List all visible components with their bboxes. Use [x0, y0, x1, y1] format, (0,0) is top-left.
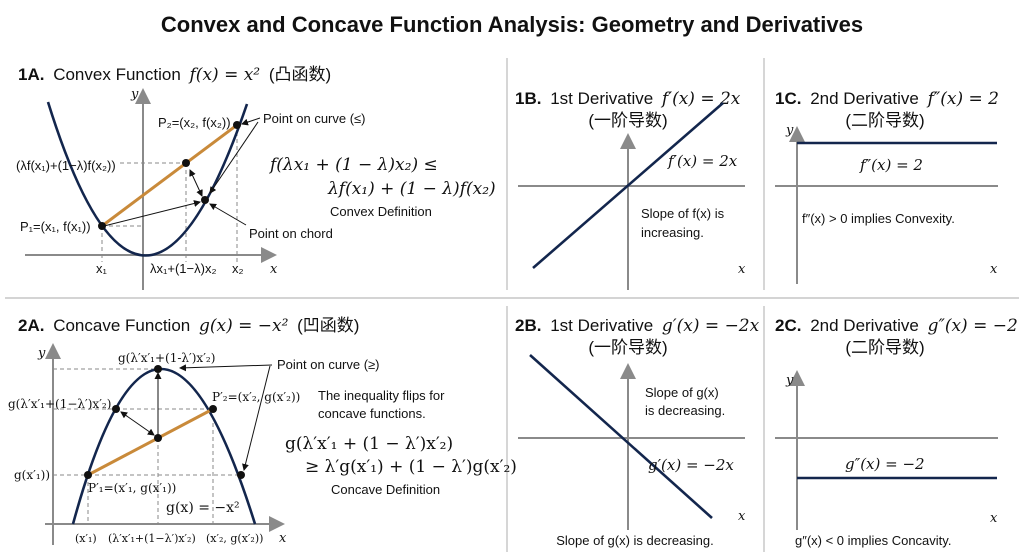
curve-point — [237, 471, 245, 479]
arrow — [209, 203, 247, 226]
point-p1 — [84, 471, 92, 479]
panel-title: 2C. 2nd Derivative g″(x) = −2 — [775, 316, 1018, 336]
left-point-label: g(λ′x′₁+(1−λ′)x′₂) — [8, 397, 111, 411]
gap-arrow — [120, 411, 155, 436]
top-point-label: g(λ′x′₁+(1-λ′)x′₂) — [118, 351, 215, 365]
panel-subtitle: (二阶导数) — [845, 111, 924, 130]
note: is decreasing. — [645, 403, 725, 418]
derivative-line — [529, 354, 713, 519]
note: Slope of f(x) is — [641, 206, 725, 221]
tick-mid: (λ′x′₁+(1−λ′)x′₂) — [108, 532, 196, 545]
gap-arrow — [189, 169, 203, 197]
chord-point — [154, 434, 162, 442]
panel-title: 1B. 1st Derivative f′(x) = 2x — [515, 89, 741, 109]
derivative-line — [532, 102, 724, 269]
x-axis-label: x — [279, 531, 287, 546]
concave-formula-line1: g(λ′x′₁ + (1 − λ′)x′₂) — [285, 434, 453, 454]
convex-formula-line1: f(λx₁ + (1 − λ)x₂) ≤ — [268, 155, 438, 175]
panel-subtitle: (一阶导数) — [588, 338, 667, 357]
panel-title: 2A. Concave Function g(x) = −x² (凹函数) — [18, 316, 359, 336]
y-axis-label: y — [785, 123, 794, 138]
main-title: Convex and Concave Function Analysis: Ge… — [161, 12, 863, 37]
point-p2 — [233, 121, 241, 129]
curve-point — [154, 365, 162, 373]
tick-x1: x₁ — [96, 261, 108, 276]
arrow — [242, 365, 271, 471]
line-label: f″(x) = 2 — [859, 156, 923, 174]
tick-x1: (x′₁) — [75, 532, 97, 545]
x-axis-label: x — [738, 509, 746, 524]
g-x1-label: g(x′₁)) — [14, 468, 50, 482]
panel-1c-second-derivative: 1C. 2nd Derivative f″(x) = 2 (二阶导数) y x … — [775, 89, 999, 284]
x-axis-label: x — [990, 262, 998, 277]
arrow — [209, 121, 259, 194]
point-on-chord-label: Point on chord — [249, 226, 333, 241]
x-axis-label: x — [738, 262, 746, 277]
tick-x2: x₂ — [232, 261, 244, 276]
note: increasing. — [641, 225, 704, 240]
note: g″(x) < 0 implies Concavity. — [795, 533, 951, 548]
chord — [87, 407, 214, 477]
point-p2 — [209, 405, 217, 413]
chord — [101, 123, 238, 228]
note: f″(x) > 0 implies Convexity. — [802, 211, 955, 226]
panel-2b-first-derivative: 2B. 1st Derivative g′(x) = −2x (一阶导数) x … — [515, 316, 760, 548]
bottom-note: Slope of g(x) is decreasing. — [556, 533, 714, 548]
tick-x2: (x′₂, g(x′₂)) — [206, 532, 263, 545]
convex-curve — [46, 101, 249, 257]
arrow — [241, 117, 261, 126]
panel-2a-concave-function: 2A. Concave Function g(x) = −x² (凹函数) y … — [8, 316, 517, 546]
panel-subtitle: (一阶导数) — [588, 111, 667, 130]
p2-label: P₂=(x₂, f(x₂)) — [158, 115, 231, 130]
arrow — [179, 364, 273, 372]
convex-formula-line2: λf(x₁) + (1 − λ)f(x₂) — [327, 179, 496, 199]
concave-formula-line2: ≥ λ′g(x′₁) + (1 − λ′)g(x′₂) — [305, 457, 517, 477]
line-label: f′(x) = 2x — [667, 152, 738, 170]
x-axis-label: x — [270, 262, 278, 277]
chord-point — [182, 159, 190, 167]
panel-title: 1C. 2nd Derivative f″(x) = 2 — [775, 89, 999, 109]
curve-point — [201, 196, 209, 204]
point-on-curve-label: Point on curve (≤) — [263, 111, 366, 126]
tick-mid: λx₁+(1−λ)x₂ — [150, 261, 217, 276]
p2-label: P′₂=(x′₂, g(x′₂)) — [212, 390, 300, 404]
x-axis-label: x — [990, 511, 998, 526]
definition-label: Convex Definition — [330, 204, 432, 219]
line-label: g′(x) = −2x — [648, 456, 734, 474]
panel-1a-convex-function: 1A. Convex Function f(x) = x² (凸函数) x y … — [16, 65, 496, 290]
arrow — [103, 200, 201, 227]
note: The inequality flips for — [318, 388, 445, 403]
y-axis-label: y — [785, 373, 794, 388]
curve-label: g(x) = −x² — [166, 500, 240, 516]
note: Slope of g(x) — [645, 385, 719, 400]
point-on-curve-label: Point on curve (≥) — [277, 357, 380, 372]
chord-value-label: (λf(x₁)+(1−λ)f(x₂)) — [16, 158, 116, 173]
curve-point — [112, 405, 120, 413]
definition-label: Concave Definition — [331, 482, 440, 497]
panel-title: 2B. 1st Derivative g′(x) = −2x — [515, 316, 760, 336]
p1-label: P₁=(x₁, f(x₁)) — [20, 219, 91, 234]
y-axis-label: y — [37, 346, 46, 361]
note: concave functions. — [318, 406, 426, 421]
p1-label: P′₁=(x′₁, g(x′₁)) — [88, 481, 176, 495]
line-label: g″(x) = −2 — [845, 455, 925, 473]
y-axis-label: y — [130, 87, 139, 102]
panel-1b-first-derivative: 1B. 1st Derivative f′(x) = 2x (一阶导数) x f… — [515, 89, 746, 290]
panel-subtitle: (二阶导数) — [845, 338, 924, 357]
panel-2c-second-derivative: 2C. 2nd Derivative g″(x) = −2 (二阶导数) y x… — [775, 316, 1018, 548]
point-p1 — [98, 222, 106, 230]
panel-title: 1A. Convex Function f(x) = x² (凸函数) — [18, 65, 331, 85]
